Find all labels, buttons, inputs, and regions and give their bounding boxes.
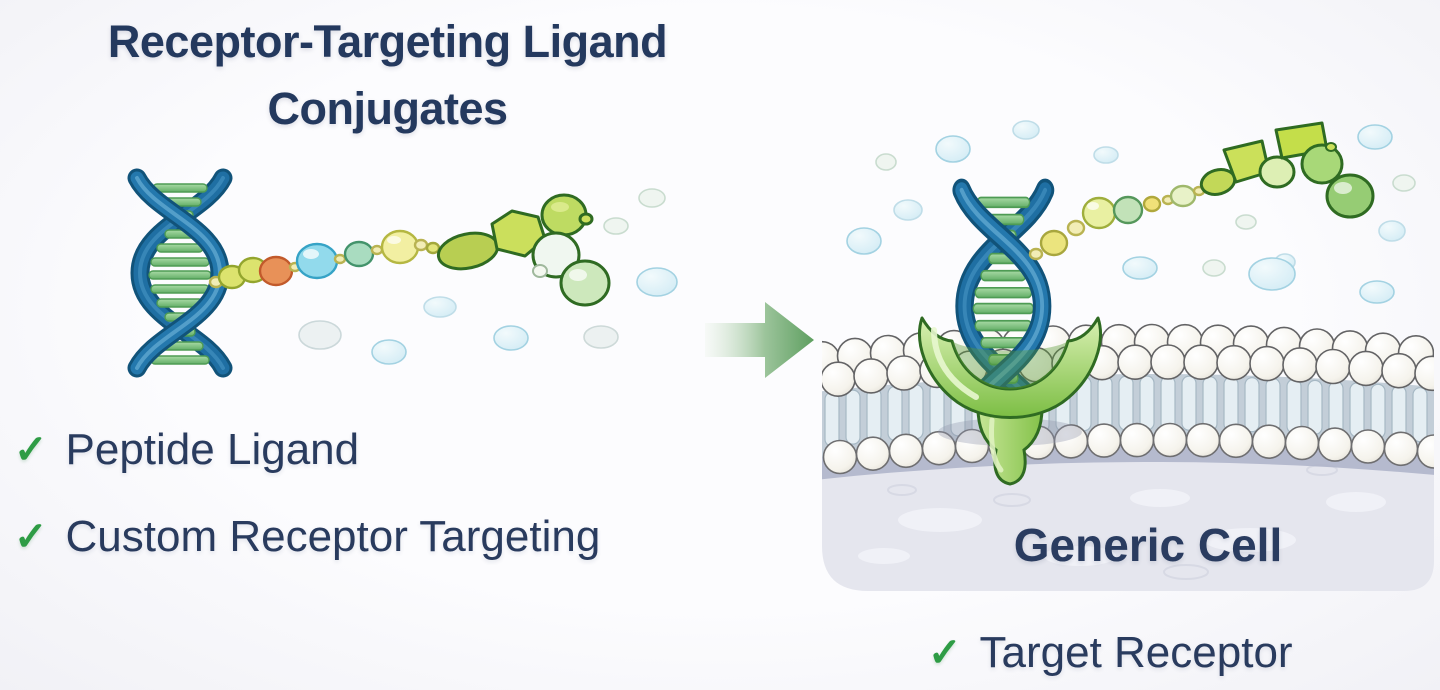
dna-helix-left bbox=[137, 178, 223, 368]
feature-label: Peptide Ligand bbox=[65, 425, 360, 474]
peptide-ligand-cluster-right bbox=[1199, 121, 1375, 219]
feature-custom-receptor-targeting: ✓ Custom Receptor Targeting bbox=[14, 511, 600, 563]
page-title-line1: Receptor-Targeting Ligand bbox=[107, 16, 668, 67]
peptide-ligand-cluster-left bbox=[436, 193, 611, 307]
check-icon: ✓ bbox=[14, 515, 48, 559]
feature-label: Target Receptor bbox=[979, 628, 1293, 677]
left-scene bbox=[137, 178, 678, 368]
bubble-icons-right bbox=[846, 120, 1416, 304]
cell-label: Generic Cell bbox=[1013, 519, 1283, 571]
bubble-icons-left bbox=[298, 188, 678, 365]
check-icon: ✓ bbox=[928, 631, 962, 675]
feature-target-receptor: ✓ Target Receptor bbox=[928, 627, 1293, 679]
linker-chain-left bbox=[208, 229, 441, 290]
page-title: Receptor-Targeting Ligand Conjugates bbox=[0, 8, 775, 142]
cell-scene bbox=[822, 120, 1434, 591]
arrow-right-icon bbox=[705, 302, 814, 378]
feature-label: Custom Receptor Targeting bbox=[65, 512, 601, 561]
page-title-line2: Conjugates bbox=[267, 83, 508, 134]
check-icon: ✓ bbox=[14, 428, 48, 472]
target-receptor-illustration bbox=[918, 316, 1102, 486]
linker-chain-right bbox=[1028, 184, 1206, 261]
feature-peptide-ligand: ✓ Peptide Ligand bbox=[14, 424, 359, 476]
